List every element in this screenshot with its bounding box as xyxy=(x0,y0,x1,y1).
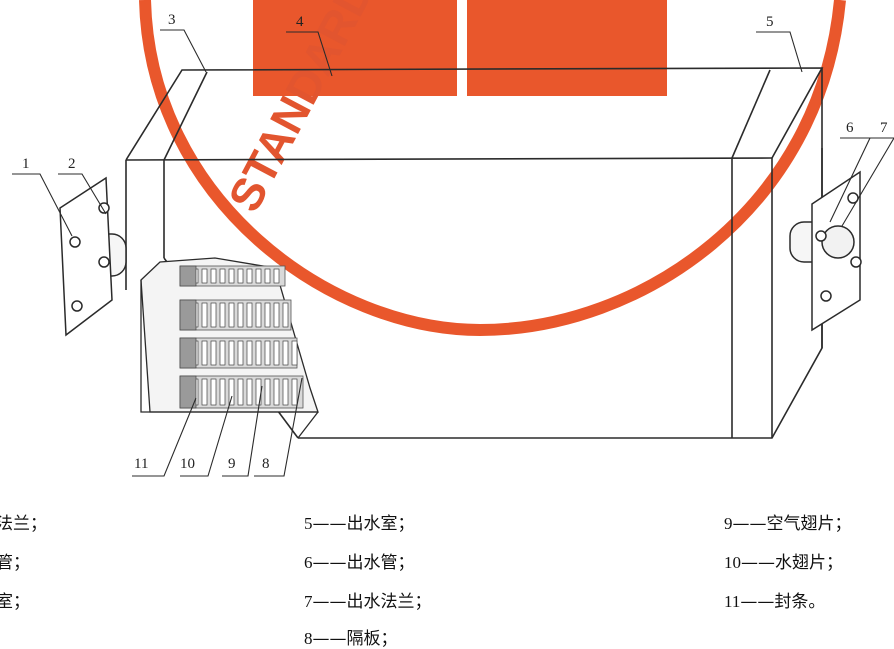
legend-item-1: 法兰； xyxy=(0,514,47,534)
cutaway-core xyxy=(140,257,319,439)
seal-strip xyxy=(179,299,197,331)
fin xyxy=(237,378,244,406)
fin xyxy=(219,302,226,328)
fin xyxy=(246,268,253,284)
fin xyxy=(264,378,271,406)
fin xyxy=(228,268,235,284)
fin xyxy=(201,378,208,406)
watermark-arc xyxy=(139,0,846,337)
callout-1: 1 xyxy=(22,156,30,172)
fin xyxy=(210,378,217,406)
fin xyxy=(255,268,262,284)
callout-11: 11 xyxy=(134,456,148,472)
fin xyxy=(237,302,244,328)
fin xyxy=(282,302,289,328)
callout-numbers: 1 2 3 4 5 6 7 8 9 10 11 xyxy=(22,12,888,472)
fin xyxy=(255,378,262,406)
fin xyxy=(246,302,253,328)
fin xyxy=(291,340,298,366)
fin xyxy=(219,340,226,366)
legend-item-10: 10——水翅片； xyxy=(724,553,843,573)
callout-4: 4 xyxy=(296,14,304,30)
fin xyxy=(210,340,217,366)
callout-6: 6 xyxy=(846,120,854,136)
unit-outline xyxy=(125,67,824,439)
legend-item-11: 11——封条。 xyxy=(724,592,826,612)
fin xyxy=(264,302,271,328)
fin xyxy=(255,302,262,328)
outlet-flange-assembly xyxy=(789,170,862,332)
callout-10: 10 xyxy=(180,456,195,472)
leader-lines xyxy=(12,29,894,477)
fin xyxy=(246,340,253,366)
callout-2: 2 xyxy=(68,156,76,172)
fin xyxy=(255,340,262,366)
fin xyxy=(264,268,271,284)
callout-3: 3 xyxy=(168,12,176,28)
legend-item-5: 5——出水室； xyxy=(304,514,415,534)
fin xyxy=(282,340,289,366)
fin xyxy=(273,378,280,406)
fin xyxy=(273,340,280,366)
fin xyxy=(291,378,298,406)
fin xyxy=(219,378,226,406)
legend-item-3: 室； xyxy=(0,592,30,612)
callout-8: 8 xyxy=(262,456,270,472)
fin xyxy=(282,378,289,406)
fin xyxy=(228,340,235,366)
legend-item-2: 管； xyxy=(0,553,30,573)
legend-item-7: 7——出水法兰； xyxy=(304,592,432,612)
fin xyxy=(210,302,217,328)
fin xyxy=(228,378,235,406)
legend-item-6: 6——出水管； xyxy=(304,553,415,573)
fin xyxy=(210,268,217,284)
fin xyxy=(201,268,208,284)
watermark-block-left xyxy=(253,0,457,96)
fin xyxy=(246,378,253,406)
fin-row xyxy=(179,299,292,331)
callout-5: 5 xyxy=(766,14,774,30)
fin xyxy=(273,302,280,328)
inlet-flange-assembly xyxy=(59,176,127,337)
fin xyxy=(273,268,280,284)
seal-strip xyxy=(179,265,197,287)
fin xyxy=(201,302,208,328)
fin xyxy=(201,340,208,366)
callout-9: 9 xyxy=(228,456,236,472)
legend-item-8: 8——隔板； xyxy=(304,629,398,649)
fin xyxy=(219,268,226,284)
seal-strip xyxy=(179,375,197,409)
fin xyxy=(228,302,235,328)
watermark-block-right xyxy=(467,0,667,96)
legend-item-9: 9——空气翅片； xyxy=(724,514,852,534)
fin xyxy=(237,268,244,284)
fin xyxy=(264,340,271,366)
fin xyxy=(237,340,244,366)
callout-7: 7 xyxy=(880,120,888,136)
seal-strip xyxy=(179,337,197,369)
